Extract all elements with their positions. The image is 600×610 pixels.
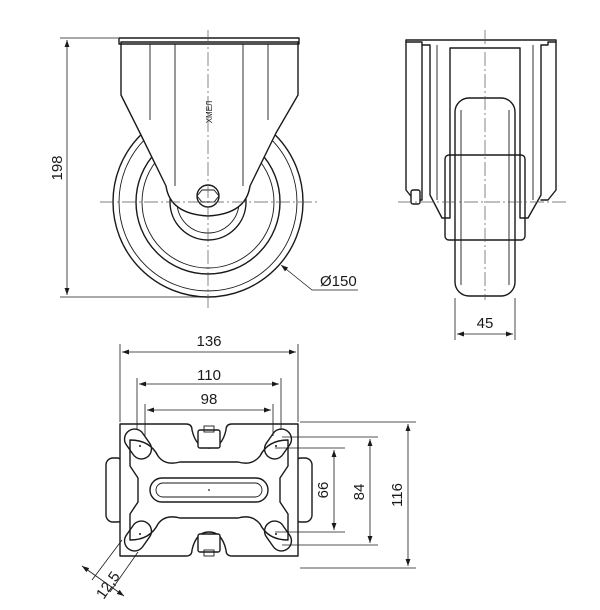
center-slot-outer — [149, 477, 269, 503]
fork-side-right-plate — [540, 41, 557, 201]
corner-slot-top-right — [263, 428, 293, 460]
dim-plate-length: 116 — [389, 483, 406, 507]
dim-wheel-width: 45 — [477, 315, 494, 332]
center-slot-inner — [155, 482, 263, 498]
dim-hole-spacing-vertical: 84 — [351, 484, 368, 501]
dim-slot-length: 66 — [315, 482, 332, 499]
dim-plate-width: 136 — [196, 333, 221, 350]
dim-wheel-diameter: Ø150 — [320, 273, 357, 290]
diameter-leader — [280, 264, 313, 291]
nut-top — [197, 429, 221, 449]
front-view: ХМЕЛ 198 Ø150 — [49, 30, 358, 310]
dim-hole-spacing-inner: 98 — [201, 391, 218, 408]
dim-slot-width: 12,5 — [93, 569, 124, 603]
corner-slot-top-left — [123, 428, 153, 460]
corner-slot-bottom-left — [123, 520, 153, 552]
nut-bottom-cap — [203, 549, 215, 557]
plate-view: 136 110 98 66 84 116 12,5 — [81, 333, 416, 603]
fork-side-left-plate — [405, 41, 423, 201]
axle-bolt-side — [410, 189, 421, 205]
nut-bottom — [197, 533, 221, 553]
plate-inner-outline — [129, 439, 289, 541]
corner-slot-bottom-right — [263, 520, 293, 552]
dim-total-height: 198 — [49, 155, 66, 180]
dim-line-slot-width — [81, 565, 125, 597]
brand-mark: ХМЕЛ — [205, 101, 214, 124]
dim-hole-spacing-outer: 110 — [197, 367, 221, 384]
top-plate-front — [118, 37, 300, 45]
plate-center-dot — [208, 489, 210, 491]
side-view: 45 — [398, 30, 566, 340]
nut-top-cap — [203, 425, 215, 433]
